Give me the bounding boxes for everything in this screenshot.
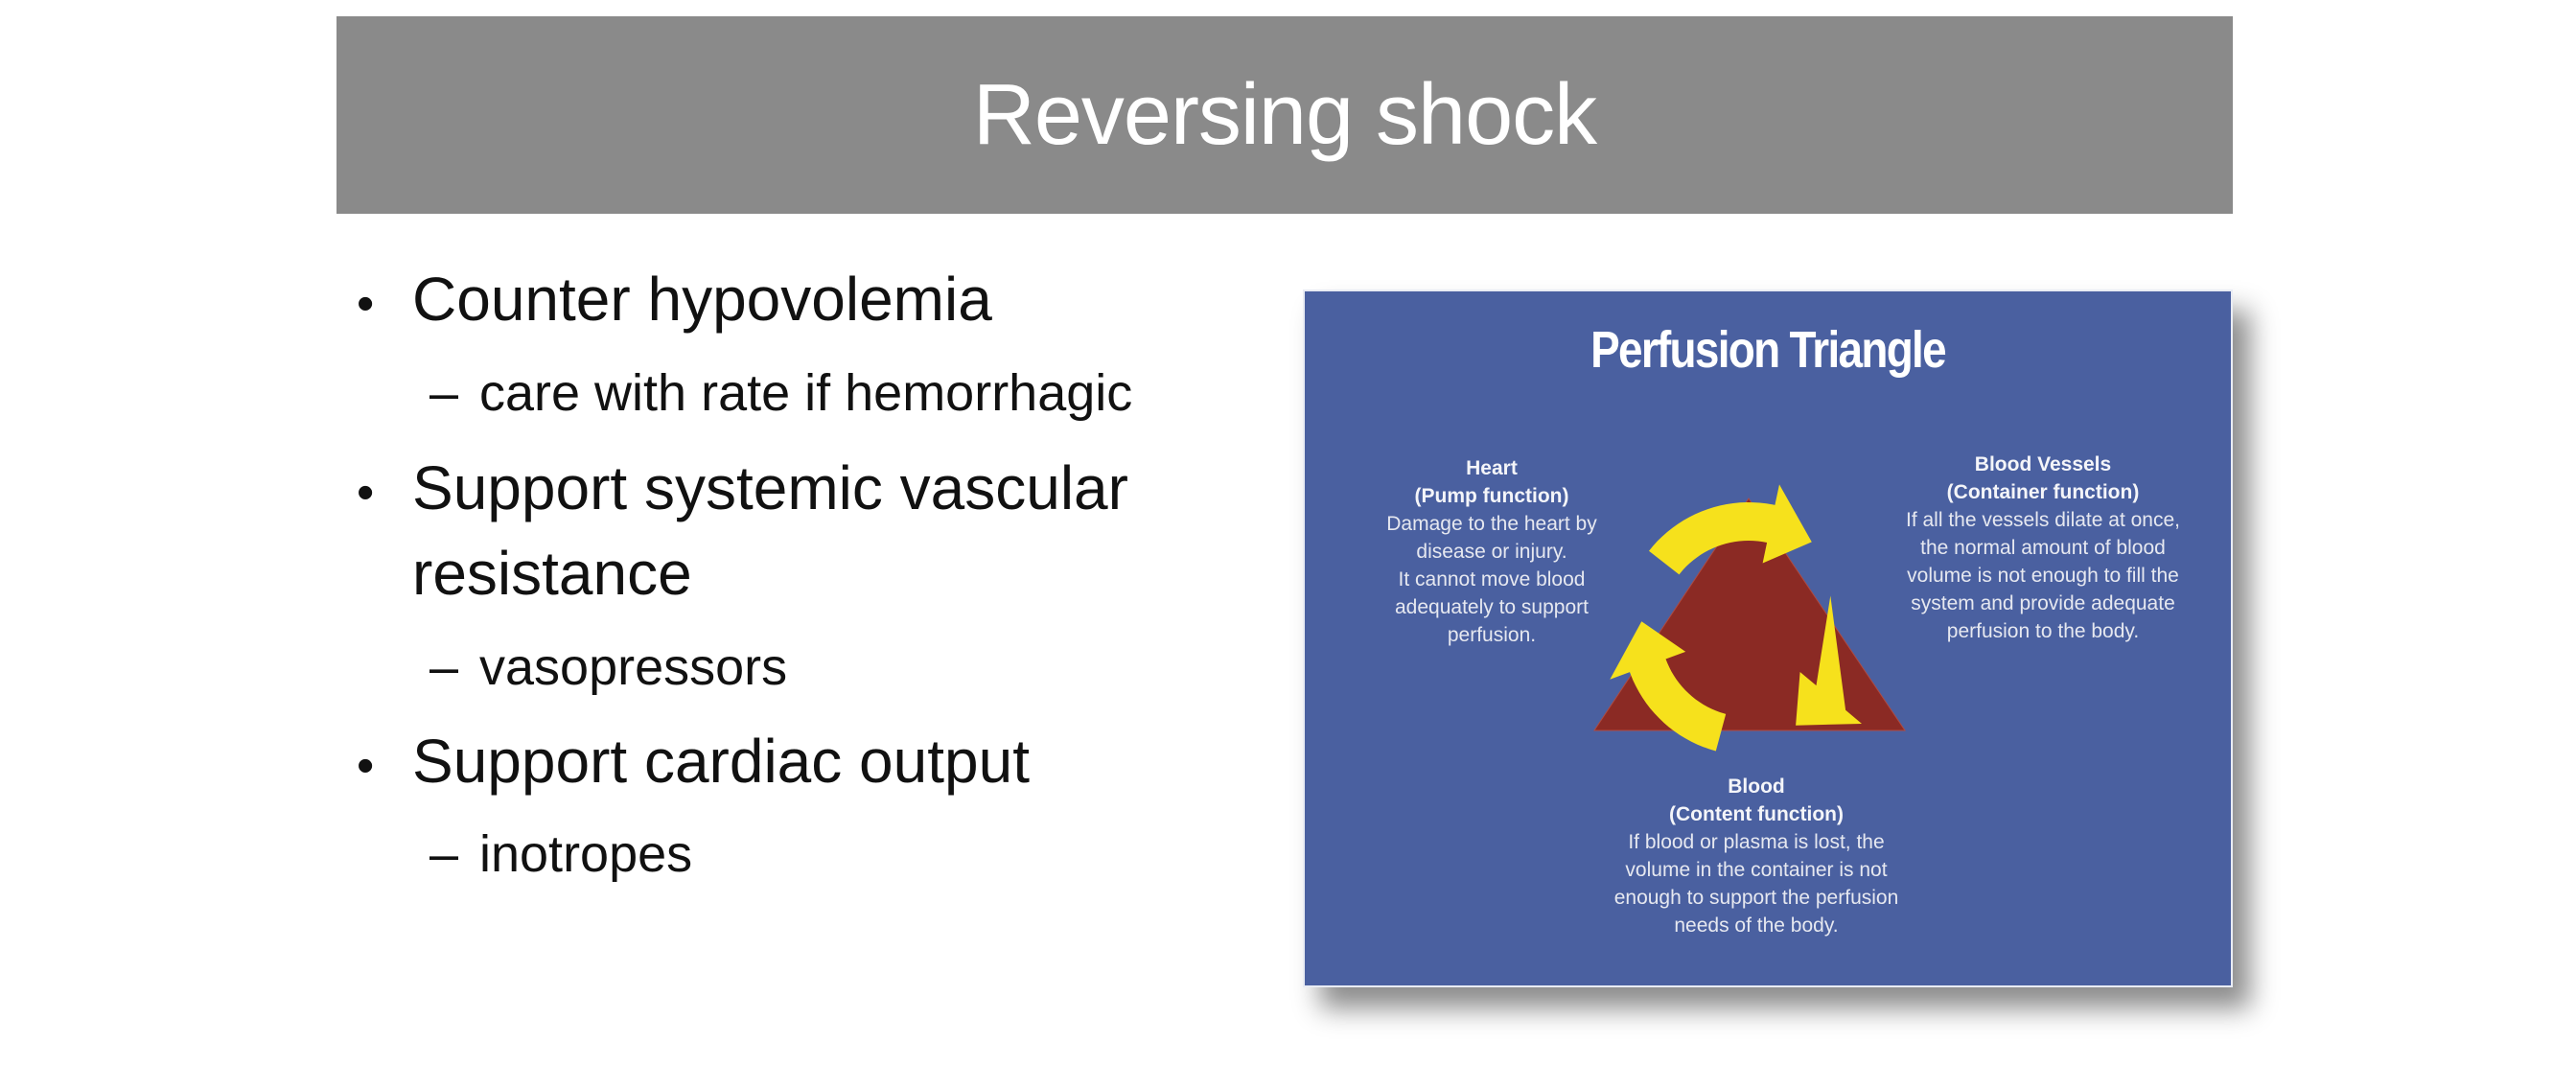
bullet-text: care with rate if hemorrhagic (479, 364, 1133, 422)
text-line: disease or injury. (1416, 541, 1567, 563)
figure-title: Perfusion Triangle (1590, 321, 1947, 379)
bullet-text: inotropes (479, 825, 693, 883)
blood-subheading: (Content function) (1669, 803, 1844, 825)
text-line: If blood or plasma is lost, the (1628, 831, 1885, 853)
vessels-heading: Blood Vessels (1974, 453, 2112, 475)
heart-description: Heart (Pump function) Damage to the hear… (1386, 454, 1596, 649)
bullet-text: Support systemic vascular (412, 453, 1128, 522)
bullet-item: • Counter hypovolemia (357, 264, 992, 335)
blood-description: Blood (Content function) If blood or pla… (1614, 773, 1899, 939)
text-line: If all the vessels dilate at once, (1906, 509, 2180, 531)
vessels-subheading: (Container function) (1946, 481, 2140, 503)
text-line: adequately to support (1395, 596, 1589, 618)
cycle-arrow-icon (1649, 484, 1812, 575)
text-line: the normal amount of blood (1920, 537, 2166, 559)
text-line: It cannot move blood (1398, 568, 1586, 590)
triangle-diagram (1593, 484, 1906, 752)
bullet-text: Support cardiac output (412, 727, 1030, 796)
text-line: perfusion to the body. (1946, 620, 2140, 642)
sub-bullet-item: –vasopressors (429, 637, 787, 697)
dash-marker: – (429, 364, 459, 422)
vessels-description: Blood Vessels (Container function) If al… (1906, 451, 2180, 645)
text-line: volume is not enough to fill the (1907, 565, 2179, 587)
heart-heading: Heart (1466, 457, 1518, 479)
cycle-arrow-icon (1796, 595, 1862, 726)
sub-bullet-item: –inotropes (429, 824, 692, 884)
blood-heading: Blood (1728, 776, 1785, 798)
bullet-marker: • (357, 276, 375, 332)
bullet-marker: • (357, 738, 375, 794)
slide-title-bar: Reversing shock (337, 16, 2233, 214)
slide-title: Reversing shock (972, 66, 1597, 163)
bullet-item: • Support cardiac output (357, 726, 1030, 797)
bullet-marker: • (357, 465, 375, 521)
text-line: system and provide adequate (1911, 592, 2175, 614)
text-line: Damage to the heart by (1386, 513, 1597, 535)
sub-bullet-item: –care with rate if hemorrhagic (429, 363, 1132, 423)
bullet-continuation: resistance (357, 538, 692, 609)
bullet-text: resistance (412, 539, 692, 608)
dash-marker: – (429, 825, 459, 883)
dash-marker: – (429, 638, 459, 696)
cycle-arrow-icon (1610, 621, 1727, 752)
bullet-item: • Support systemic vascular (357, 452, 1128, 523)
bullet-text: vasopressors (479, 638, 788, 696)
bullet-text: Counter hypovolemia (412, 265, 992, 334)
perfusion-triangle-figure: Perfusion Triangle Heart (Pump function)… (1303, 289, 2233, 987)
text-line: needs of the body. (1674, 915, 1839, 937)
text-line: enough to support the perfusion (1613, 887, 1899, 909)
text-line: volume in the container is not (1625, 859, 1888, 881)
text-line: perfusion. (1447, 624, 1537, 646)
heart-subheading: (Pump function) (1414, 485, 1569, 507)
